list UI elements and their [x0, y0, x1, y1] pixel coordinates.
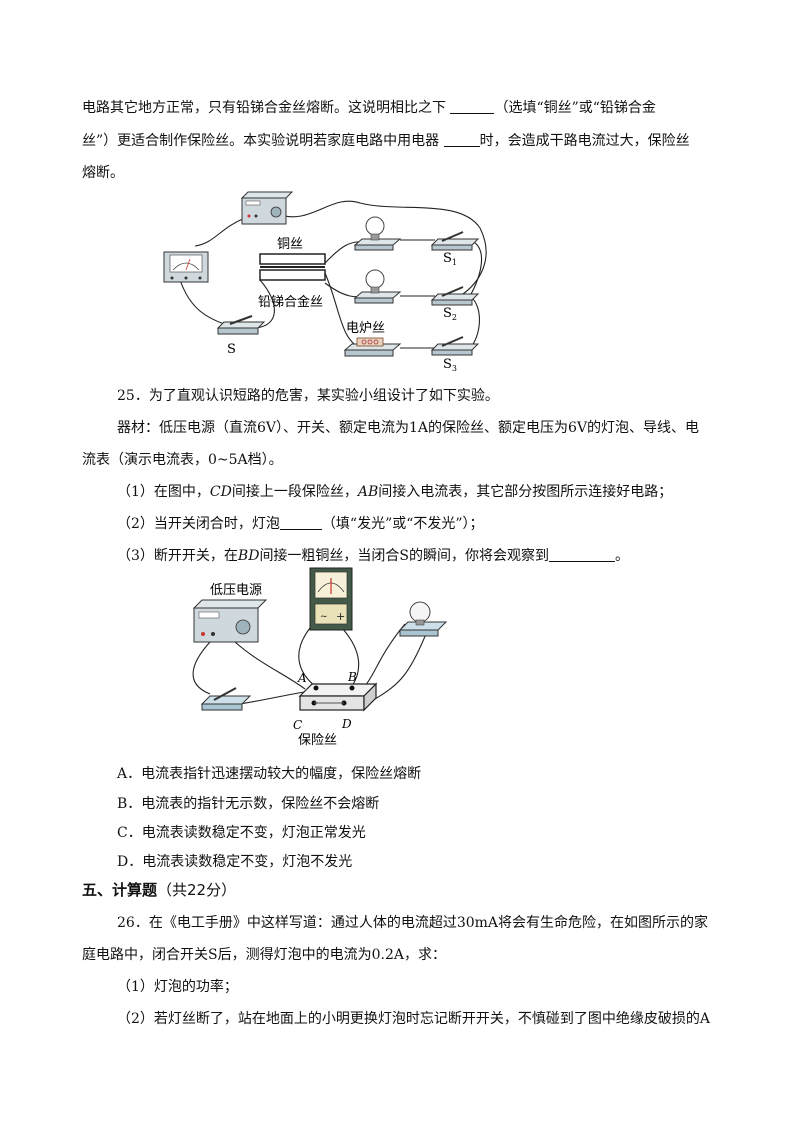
switch-icon	[200, 687, 252, 711]
ammeter-icon	[163, 251, 209, 283]
copper-label: 铜丝	[277, 237, 303, 252]
s2-label: S2	[443, 306, 457, 322]
option-d[interactable]: D．电流表读数稳定不变，灯泡不发光	[117, 854, 353, 870]
fuse-circuit-figure: 铜丝 铅锑合金丝 电炉丝 S1 S2 S3 S	[163, 191, 487, 373]
power-supply-icon	[240, 191, 294, 225]
q24-text: 时，会造成干路电流过大，保险丝	[479, 133, 690, 149]
q24-line-2: 丝”）更适合制作保险丝。本实验说明若家庭电路中用电器 时，会造成干路电流过大，保…	[82, 131, 690, 151]
q24-line-1: 电路其它地方正常，只有铅锑合金丝熔断。这说明相比之下 （选填“铜丝”或“铅锑合金	[82, 98, 656, 118]
heater-label: 电炉丝	[346, 321, 385, 336]
wire-board-icon	[259, 253, 326, 281]
q26-line-2: 庭电路中，闭合开关S后，测得灯泡中的电流为0.2A，求：	[82, 947, 446, 963]
q25-stem: 25．为了直观认识短路的危害，某实验小组设计了如下实验。	[117, 388, 499, 404]
power-label: 低压电源	[210, 583, 262, 598]
answer-blank[interactable]	[279, 515, 322, 530]
short-circuit-figure: ~ + 低压电源 A B C D 保险丝	[192, 567, 448, 748]
q24-text: 电路其它地方正常，只有铅锑合金丝熔断。这说明相比之下	[82, 100, 451, 116]
section-title: 五、计算题	[82, 881, 158, 899]
q24-text: （选填“铜丝”或“铅锑合金	[494, 100, 656, 116]
terminal-d-label: D	[341, 717, 352, 731]
bulb-icon	[398, 601, 448, 637]
section-heading: 五、计算题（共22分）	[82, 880, 236, 900]
option-b[interactable]: B．电流表的指针无示数，保险丝不会熔断	[117, 796, 380, 812]
q25-materials-1: 器材：低压电源（直流6V）、开关、额定电流为1A的保险丝、额定电压为6V的灯泡、…	[117, 420, 700, 436]
s3-label: S3	[443, 357, 457, 373]
q24-line-3: 熔断。	[82, 165, 124, 181]
s-label: S	[227, 342, 236, 357]
terminal-b-label: B	[347, 670, 357, 684]
q26-line-1: 26．在《电工手册》中这样写道：通过人体的电流超过30mA将会有生命危险，在如图…	[117, 915, 709, 931]
option-a[interactable]: A．电流表指针迅速摆动较大的幅度，保险丝熔断	[117, 766, 422, 782]
s1-label: S1	[443, 251, 457, 267]
switch-s3-icon	[430, 336, 480, 356]
low-voltage-power-icon	[192, 599, 268, 643]
alloy-label: 铅锑合金丝	[258, 294, 323, 310]
answer-blank[interactable]	[549, 547, 616, 562]
q25-step-2: （2）当开关闭合时，灯泡（填“发光”或“不发光”）；	[117, 515, 484, 532]
q25-step-3: （3）断开开关，在BD间接一粗铜丝，当闭合S的瞬间，你将会观察到。	[117, 547, 630, 564]
fuse-board-icon	[298, 682, 378, 712]
svg-text:+: +	[336, 610, 345, 623]
demo-ammeter-icon: ~ +	[309, 567, 353, 631]
q24-text: 丝”）更适合制作保险丝。本实验说明若家庭电路中用电器	[82, 133, 444, 149]
svg-text:~: ~	[320, 612, 328, 622]
q26-sub-2: （2）若灯丝断了，站在地面上的小明更换灯泡时忘记断开开关，不慎碰到了图中绝缘皮破…	[117, 1011, 711, 1027]
answer-blank[interactable]	[443, 132, 480, 147]
q26-sub-1: （1）灯泡的功率；	[117, 979, 238, 995]
heater-icon	[343, 337, 402, 357]
q25-step-1: （1）在图中，CD间接上一段保险丝，AB间接入电流表，其它部分按图所示连接好电路…	[117, 484, 673, 500]
switch-s-icon	[216, 315, 266, 335]
section-points: （共22分）	[157, 881, 237, 899]
bulb-icon	[353, 216, 402, 251]
switch-s1-icon	[430, 231, 480, 251]
switch-s2-icon	[430, 286, 480, 306]
terminal-c-label: C	[293, 718, 302, 732]
option-c[interactable]: C．电流表读数稳定不变，灯泡正常发光	[117, 825, 366, 841]
bulb-icon	[353, 269, 402, 304]
answer-blank[interactable]	[450, 99, 495, 114]
fuse-label: 保险丝	[298, 733, 337, 748]
q25-materials-2: 流表（演示电流表，0~5A档）。	[82, 452, 283, 468]
terminal-a-label: A	[297, 671, 307, 685]
